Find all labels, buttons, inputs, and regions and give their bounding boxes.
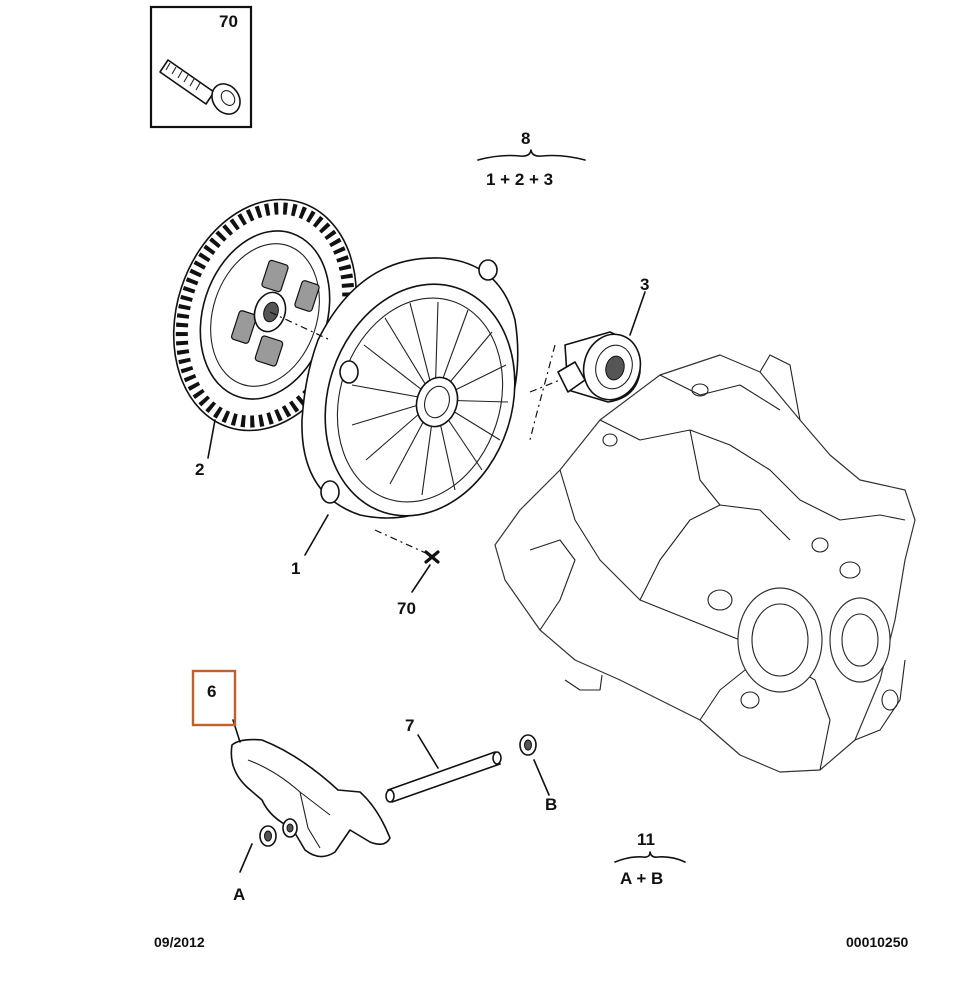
callout-bushing-b: B [545,795,557,814]
bolt-icon [159,59,241,115]
footer-date: 09/2012 [154,934,205,950]
bushing-b [519,734,537,756]
bolt-position-marker [424,550,440,564]
pressure-plate [301,257,519,519]
callout-shaft: 7 [405,716,414,735]
group-kit-11-parts: A + B [620,869,663,888]
group-kit-8: 8 1 + 2 + 3 [477,129,586,189]
callout-bushing-a: A [233,885,245,904]
fork-highlight-box [191,669,237,727]
callout-release-bearing: 3 [640,275,649,294]
release-bearing [557,331,642,403]
fork-shaft [385,751,502,803]
callout-clutch-disc: 2 [195,460,204,479]
callout-fork: 6 [207,682,216,701]
bolt-detail-box: 70 [149,5,253,129]
group-kit-8-number: 8 [521,129,530,148]
callout-pressure-plate: 1 [291,559,300,578]
callout-bolt: 70 [397,599,416,618]
group-kit-8-parts: 1 + 2 + 3 [486,170,553,189]
bushing-a [259,825,277,847]
centre-axis [269,311,561,556]
group-kit-11: 11 A + B [614,830,686,888]
group-kit-11-number: 11 [637,830,655,849]
footer-reference: 00010250 [846,934,909,950]
bolt-detail-label: 70 [219,12,238,31]
gearbox-housing [494,354,916,773]
clutch-fork [230,738,391,858]
